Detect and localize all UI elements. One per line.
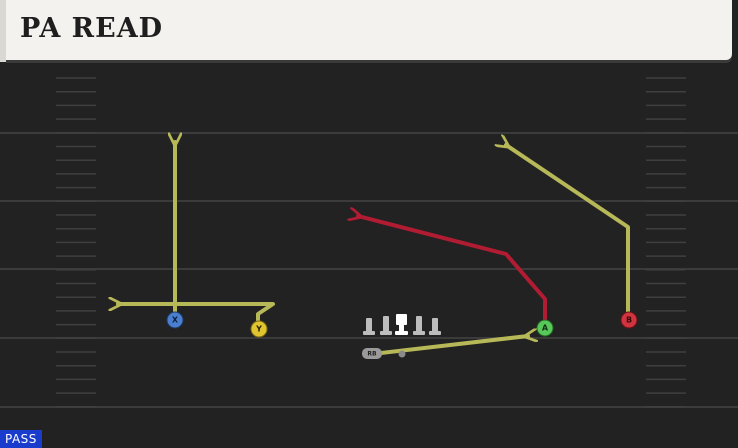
header-panel xyxy=(6,0,732,60)
x-receiver-label: X xyxy=(172,316,179,325)
hash-marks-right xyxy=(646,77,686,408)
hash-marks-left xyxy=(56,77,96,408)
play-header: PA READ xyxy=(0,0,738,62)
lineman-left-guard xyxy=(380,316,392,335)
a-route-hot[interactable] xyxy=(358,216,547,328)
rb-token[interactable] xyxy=(362,348,382,359)
b-receiver[interactable]: B xyxy=(620,311,638,329)
b-route-post[interactable] xyxy=(506,145,630,320)
b-receiver-circle[interactable] xyxy=(620,311,638,329)
y-receiver-circle[interactable] xyxy=(250,320,268,338)
routes xyxy=(118,142,630,356)
rb-label: RB xyxy=(367,351,377,358)
lineman-left-tackle xyxy=(363,318,375,335)
a-receiver-label: A xyxy=(542,324,549,333)
y-receiver[interactable]: Y xyxy=(250,320,268,338)
a-receiver-circle[interactable] xyxy=(536,319,554,337)
y-receiver-label: Y xyxy=(255,325,262,334)
lineman-center xyxy=(395,314,408,335)
yard-lines xyxy=(0,132,738,408)
play-title: PA READ xyxy=(20,13,164,44)
x-receiver[interactable]: X xyxy=(166,311,184,329)
offensive-line xyxy=(363,314,441,335)
lineman-right-tackle xyxy=(429,318,441,335)
rb-handoff-dot xyxy=(398,350,406,358)
y-route-out[interactable] xyxy=(118,304,275,328)
a-receiver[interactable]: A xyxy=(536,319,554,337)
header-edge xyxy=(0,0,6,62)
lineman-right-guard xyxy=(413,316,425,335)
b-receiver-label: B xyxy=(626,316,632,325)
play-type-badge: PASS xyxy=(0,430,42,448)
play-field: RB X Y A B xyxy=(0,77,738,408)
rb-route-flat[interactable] xyxy=(370,336,528,356)
x-receiver-circle[interactable] xyxy=(166,311,184,329)
rb-player[interactable]: RB xyxy=(362,348,406,359)
